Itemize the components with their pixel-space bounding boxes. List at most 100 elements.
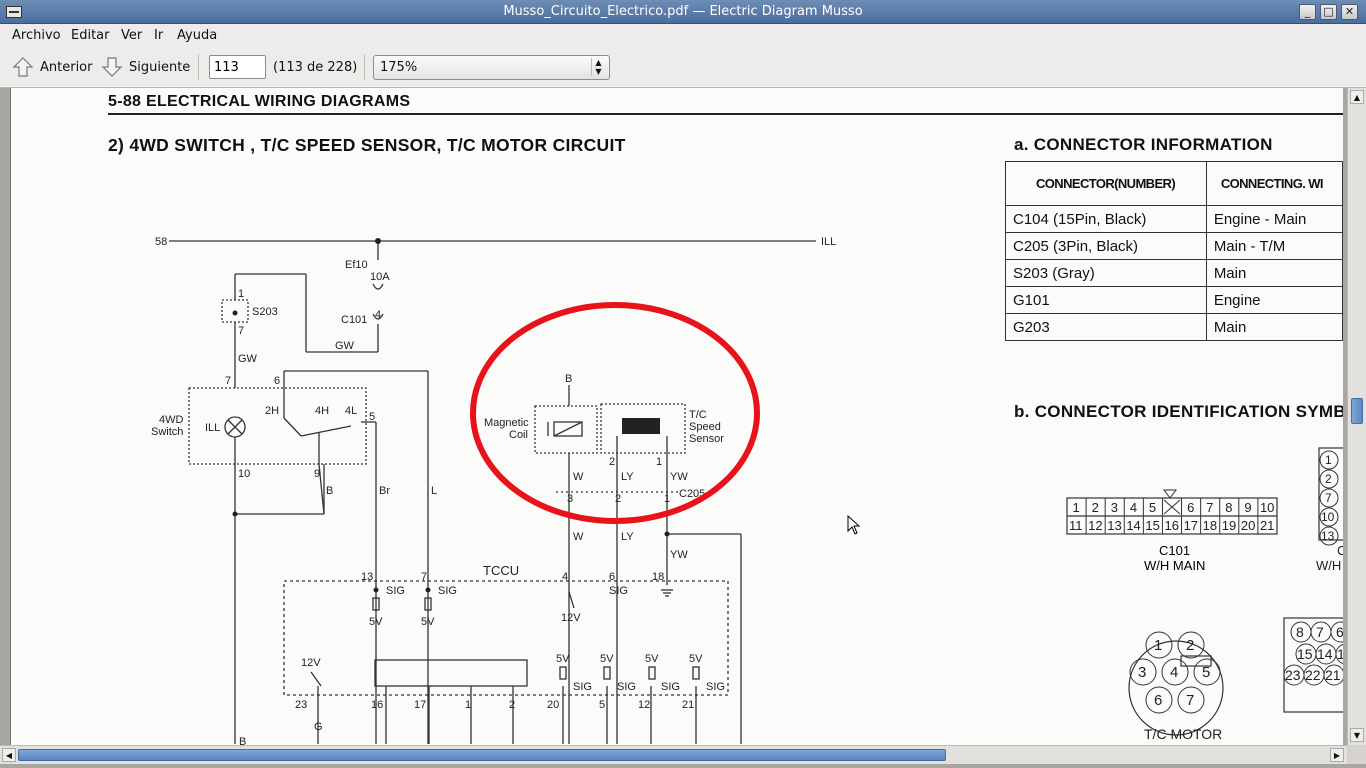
table-cell: Main - T/M xyxy=(1205,232,1343,260)
pin-label: 4 xyxy=(1170,664,1178,681)
diagram-label: W xyxy=(573,531,584,543)
diagram-label: 4L xyxy=(345,405,357,417)
page-header: 5-88 ELECTRICAL WIRING DIAGRAMS xyxy=(108,93,411,110)
diagram-label: ILL xyxy=(821,236,836,248)
scroll-right-icon[interactable]: ▶ xyxy=(1330,748,1344,762)
diagram-label: SIG xyxy=(438,585,457,597)
window-menu-icon[interactable] xyxy=(6,6,22,18)
diagram-label: C101 xyxy=(341,314,367,326)
table-cell: C205 (3Pin, Black) xyxy=(1005,232,1207,260)
previous-page-button[interactable]: Anterior xyxy=(12,55,92,79)
diagram-label: 10A xyxy=(370,271,390,283)
diagram-label: 18 xyxy=(652,571,664,583)
diagram-label: 4H xyxy=(315,405,329,417)
diagram-label: SIG xyxy=(609,585,628,597)
connector-info-title: a. CONNECTOR INFORMATION xyxy=(1014,135,1273,154)
diagram-label: 6 xyxy=(274,375,280,387)
diagram-label: YW xyxy=(670,549,688,561)
diagram-label: Magnetic xyxy=(484,417,529,429)
table-header-row: CONNECTOR(NUMBER) CONNECTING. WI xyxy=(1005,161,1343,206)
diagram-label: 5V xyxy=(421,616,435,628)
diagram-label: 4WD xyxy=(159,414,184,426)
diagram-label: 16 xyxy=(371,699,383,711)
menu-ayuda[interactable]: Ayuda xyxy=(177,28,218,43)
minimize-button[interactable]: _ xyxy=(1299,4,1316,20)
pin-label: 23 xyxy=(1285,667,1301,683)
pin-label: 13 xyxy=(1107,518,1121,533)
pin-label: 7 xyxy=(1325,491,1332,505)
diagram-label: Ef10 xyxy=(345,259,368,271)
scroll-down-icon[interactable]: ▼ xyxy=(1350,728,1364,742)
diagram-label: GW xyxy=(238,353,258,365)
title-bar: Musso_Circuito_Electrico.pdf — Electric … xyxy=(0,0,1366,24)
connector-label: T/C MOTOR xyxy=(1144,726,1222,742)
table-header: CONNECTING. WI xyxy=(1205,161,1343,206)
next-page-button[interactable]: Siguiente xyxy=(101,55,190,79)
pin-label: 4 xyxy=(1130,500,1137,515)
diagram-label: W xyxy=(573,471,584,483)
wiring-diagram: 58 ILL Ef10 10A C101 4 1 S203 7 GW GW 7 … xyxy=(151,236,836,745)
horizontal-scrollbar[interactable]: ◀ ▶ xyxy=(0,745,1347,764)
table-header: CONNECTOR(NUMBER) xyxy=(1005,161,1207,206)
arrow-up-icon xyxy=(12,57,34,77)
menu-archivo[interactable]: Archivo xyxy=(12,28,61,43)
pin-label: 2 xyxy=(1092,500,1099,515)
pin-label: 12 xyxy=(1088,518,1102,533)
pin-label: 8 xyxy=(1296,624,1304,640)
document-viewport[interactable]: 5-88 ELECTRICAL WIRING DIAGRAMS 2) 4WD S… xyxy=(0,88,1366,768)
diagram-label: 58 xyxy=(155,236,167,248)
table-cell: C104 (15Pin, Black) xyxy=(1005,205,1207,233)
close-button[interactable]: ✕ xyxy=(1341,4,1358,20)
header-rule xyxy=(108,113,1343,115)
menu-editar[interactable]: Editar xyxy=(71,28,110,43)
diagram-label: SIG xyxy=(386,585,405,597)
diagram-label: 5V xyxy=(556,653,570,665)
pin-label: 14 xyxy=(1317,646,1333,662)
pin-label: 16 xyxy=(1164,518,1178,533)
zoom-value: 175% xyxy=(380,60,418,75)
diagram-label: B xyxy=(326,485,333,497)
diagram-label: Coil xyxy=(509,429,528,441)
table-row: C205 (3Pin, Black)Main - T/M xyxy=(1005,232,1343,260)
diagram-label: Sensor xyxy=(689,433,724,445)
menu-ir[interactable]: Ir xyxy=(154,28,164,43)
diagram-label: Speed xyxy=(689,421,721,433)
diagram-label: 1 xyxy=(465,699,471,711)
maximize-button[interactable]: □ xyxy=(1320,4,1337,20)
pin-label: 2 xyxy=(1186,637,1194,654)
scroll-left-icon[interactable]: ◀ xyxy=(2,748,16,762)
diagram-label: B xyxy=(239,736,246,745)
diagram-label: 1 xyxy=(664,493,670,505)
diagram-label: 5V xyxy=(600,653,614,665)
zoom-select[interactable]: 175% ▲▼ xyxy=(373,55,610,80)
pin-label: 9 xyxy=(1244,500,1251,515)
pin-label: 14 xyxy=(1126,518,1140,533)
diagram-label: 20 xyxy=(547,699,559,711)
vertical-scroll-thumb[interactable] xyxy=(1351,398,1363,424)
diagram-label: 17 xyxy=(414,699,426,711)
diagram-label: T/C xyxy=(689,409,707,421)
scroll-up-icon[interactable]: ▲ xyxy=(1350,90,1364,104)
diagram-label: S203 xyxy=(252,306,278,318)
horizontal-scroll-thumb[interactable] xyxy=(18,749,946,761)
diagram-label: ILL xyxy=(205,422,220,434)
menu-ver[interactable]: Ver xyxy=(121,28,143,43)
pin-label: 1 xyxy=(1154,637,1162,654)
diagram-label: 2H xyxy=(265,405,279,417)
pin-label: 21 xyxy=(1325,667,1341,683)
window-title: Musso_Circuito_Electrico.pdf — Electric … xyxy=(503,4,863,19)
diagram-label: 2 xyxy=(609,456,615,468)
page-number-input[interactable] xyxy=(209,55,266,79)
diagram-label: SIG xyxy=(617,681,636,693)
diagram-label: 4 xyxy=(375,309,381,321)
pin-label: 13 xyxy=(1321,529,1335,543)
pin-label: 11 xyxy=(1069,518,1083,533)
table-row: C104 (15Pin, Black)Engine - Main xyxy=(1005,205,1343,233)
connector-ident-title: b. CONNECTOR IDENTIFICATION SYMB xyxy=(1014,402,1343,421)
diagram-label: Br xyxy=(379,485,390,497)
pin-label: 15 xyxy=(1145,518,1159,533)
pdf-page: 5-88 ELECTRICAL WIRING DIAGRAMS 2) 4WD S… xyxy=(10,88,1343,745)
vertical-scrollbar[interactable]: ▲ ▼ xyxy=(1347,88,1366,745)
diagram-label: G xyxy=(314,721,323,733)
